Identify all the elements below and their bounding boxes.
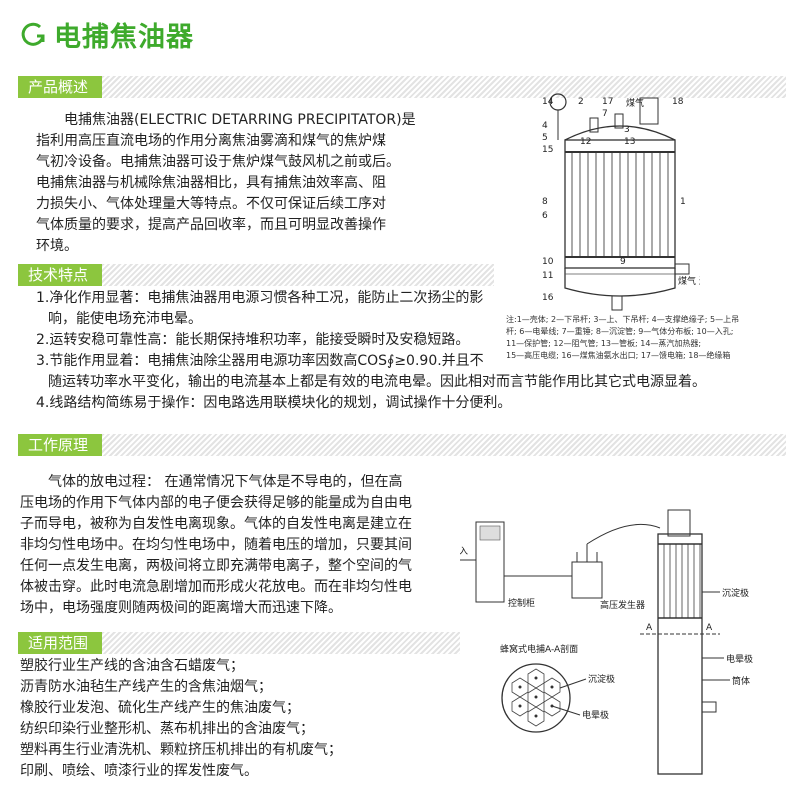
hv-generator-label: 高压发生器 xyxy=(600,599,645,611)
principle-line: 非均匀性电场中。在均匀性电场中，随着电压的增加，只要其间 xyxy=(20,537,412,553)
callout-6: 6 xyxy=(542,211,548,221)
callout-16: 16 xyxy=(542,293,554,303)
page-title: 电捕焦油器 xyxy=(18,14,194,54)
shell-label: 筒体 xyxy=(732,675,750,687)
callout-18: 18 xyxy=(672,97,684,107)
callout-17: 17 xyxy=(602,97,613,107)
section-label-principle: 工作原理 xyxy=(18,434,102,456)
callout-9: 9 xyxy=(620,257,626,267)
callout-1: 1 xyxy=(680,197,686,207)
callout-11: 11 xyxy=(542,271,553,281)
feature-line: 4.线路结构简练易于操作：因电路选用联模块化的规划，调试操作十分便利。 xyxy=(36,395,512,411)
feature-line: 随运转功率水平变化，输出的电流基本上都是有效的电流电晕。因此相对而言节能作用比其… xyxy=(48,374,706,390)
principle-line: 任何一点发生电离，两极间将立即充满带电离子，整个空间的气 xyxy=(20,558,412,574)
section-settling-label: 沉淀极 xyxy=(588,673,615,685)
callout-5: 5 xyxy=(542,133,548,143)
callout-4: 4 xyxy=(542,121,548,131)
gas-out-label: 煤气 xyxy=(626,97,644,109)
caption-line: 11—保护管; 12—阻气管; 13—管板; 14—蒸汽加热器; xyxy=(506,339,702,348)
scope-list: 塑胶行业生产线的含油含石蜡废气； 沥青防水油毡生产线产生的含焦油烟气； 橡胶行业… xyxy=(20,656,460,782)
section-stripe xyxy=(102,76,786,98)
callout-14: 14 xyxy=(542,97,554,107)
principle-line: 子而导电，被称为自发性电离现象。气体的自发性电离是建立在 xyxy=(20,516,412,532)
section-corona-label: 电晕极 xyxy=(582,709,609,721)
callout-15: 15 xyxy=(542,145,553,155)
overview-line: 电捕焦油器与机械除焦油器相比，具有捕焦油效率高、阻 xyxy=(36,175,386,191)
overview-line: 气初冷设备。电捕焦油器可设于焦炉煤气鼓风机之前或后。 xyxy=(36,154,400,170)
page-title-text: 电捕焦油器 xyxy=(54,21,194,53)
callout-7: 7 xyxy=(602,109,608,119)
refresh-arrow-icon xyxy=(21,22,45,46)
scope-item: 印刷、喷绘、喷漆行业的挥发性废气。 xyxy=(20,763,258,779)
scope-item: 塑胶行业生产线的含油含石蜡废气； xyxy=(20,658,244,674)
section-bar-scope: 适用范围 xyxy=(18,632,460,654)
section-label-scope: 适用范围 xyxy=(18,632,102,654)
overview-line: 环境。 xyxy=(36,238,78,254)
feature-line: 响，能使电场充沛电晕。 xyxy=(48,311,202,327)
feature-line: 1.净化作用显著：电捕焦油器用电源习惯各种工况，能防止二次扬尘的影 xyxy=(36,290,484,306)
principle-text: 气体的放电过程： 在通常情况下气体是不导电的，但在高 压电场的作用下气体内部的电… xyxy=(20,472,460,619)
caption-line: 15—高压电缆; 16—煤焦油氨水出口; 17—馈电箱; 18—绝缘箱 xyxy=(506,351,731,360)
scope-item: 橡胶行业发泡、硫化生产线产生的焦油废气； xyxy=(20,700,300,716)
caption-line: 杆; 6—电晕线; 7—重锤; 8—沉淀管; 9—气体分布板; 10—入孔; xyxy=(506,327,734,336)
overview-line: 电捕焦油器(ELECTRIC DETARRING PRECIPITATOR)是 xyxy=(64,112,416,128)
callout-13: 13 xyxy=(624,137,635,147)
settling-pole-label: 沉淀极 xyxy=(722,587,749,599)
section-label-overview: 产品概述 xyxy=(18,76,102,98)
section-stripe xyxy=(102,264,494,286)
callout-12: 12 xyxy=(580,137,591,147)
section-bar-overview: 产品概述 xyxy=(18,76,786,98)
callout-3: 3 xyxy=(624,125,630,135)
power-input-label: 电源输入 xyxy=(460,545,468,557)
gas-inlet-label: 煤气 进口 xyxy=(678,275,700,287)
section-title: 蜂窝式电捕A-A剖面 xyxy=(500,643,578,655)
principle-line: 压电场的作用下气体内部的电子便会获得足够的能量成为自由电 xyxy=(20,495,412,511)
section-bar-features: 技术特点 xyxy=(18,264,494,286)
section-bar-principle: 工作原理 xyxy=(18,434,786,456)
working-principle-diagram: 电源输入 控制柜 高压发生器 A A 沉淀极 电晕极 筒体 蜂窝式电捕A-A剖面… xyxy=(460,509,753,775)
callout-10: 10 xyxy=(542,257,554,267)
section-a-right: A xyxy=(706,623,713,633)
section-stripe xyxy=(102,632,460,654)
section-stripe xyxy=(102,434,786,456)
caption-line: 注:1—壳体; 2—下吊杆; 3—上、下吊杆; 4—支撑绝缘子; 5—上吊 xyxy=(506,315,740,324)
overview-line: 指利用高压直流电场的作用分离焦油雾滴和煤气的焦炉煤 xyxy=(36,133,386,149)
scope-item: 沥青防水油毡生产线产生的含焦油烟气； xyxy=(20,679,272,695)
features-text: 1.净化作用显著：电捕焦油器用电源习惯各种工况，能防止二次扬尘的影 响，能使电场… xyxy=(36,288,776,414)
callout-8: 8 xyxy=(542,197,548,207)
callout-2: 2 xyxy=(578,97,584,107)
corona-pole-label: 电晕极 xyxy=(726,653,753,665)
overview-text: 电捕焦油器(ELECTRIC DETARRING PRECIPITATOR)是 … xyxy=(36,110,496,257)
precipitator-structure-diagram: 14 4 5 15 8 6 10 11 16 2 17 7 18 1 9 3 1… xyxy=(542,93,700,311)
overview-line: 气体质量的要求，提高产品回收率，而且可明显改善操作 xyxy=(36,217,386,233)
scope-item: 纺织印染行业整形机、蒸布机排出的含油废气； xyxy=(20,721,314,737)
scope-item: 塑料再生行业清洗机、颗粒挤压机排出的有机废气； xyxy=(20,742,342,758)
section-label-features: 技术特点 xyxy=(18,264,102,286)
principle-line: 气体的放电过程： 在通常情况下气体是不导电的，但在高 xyxy=(48,474,403,490)
diagram1-caption: 注:1—壳体; 2—下吊杆; 3—上、下吊杆; 4—支撑绝缘子; 5—上吊 杆;… xyxy=(506,314,786,362)
feature-line: 2.运转安稳可靠性高：能长期保持堆积功率，能接受瞬时及安稳短路。 xyxy=(36,332,470,348)
principle-line: 体被击穿。此时电流急剧增加而形成火花放电。而在非均匀性电 xyxy=(20,579,412,595)
feature-line: 3.节能作用显着：电捕焦油除尘器用电源功率因数高COS∮≥0.90.并且不 xyxy=(36,353,484,369)
overview-line: 力损失小、气体处理量大等特点。不仅可保证后续工序对 xyxy=(36,196,386,212)
principle-line: 场中，电场强度则随两极间的距离增大而迅速下降。 xyxy=(20,600,342,616)
control-cabinet-label: 控制柜 xyxy=(508,597,535,609)
section-a-left: A xyxy=(646,623,653,633)
